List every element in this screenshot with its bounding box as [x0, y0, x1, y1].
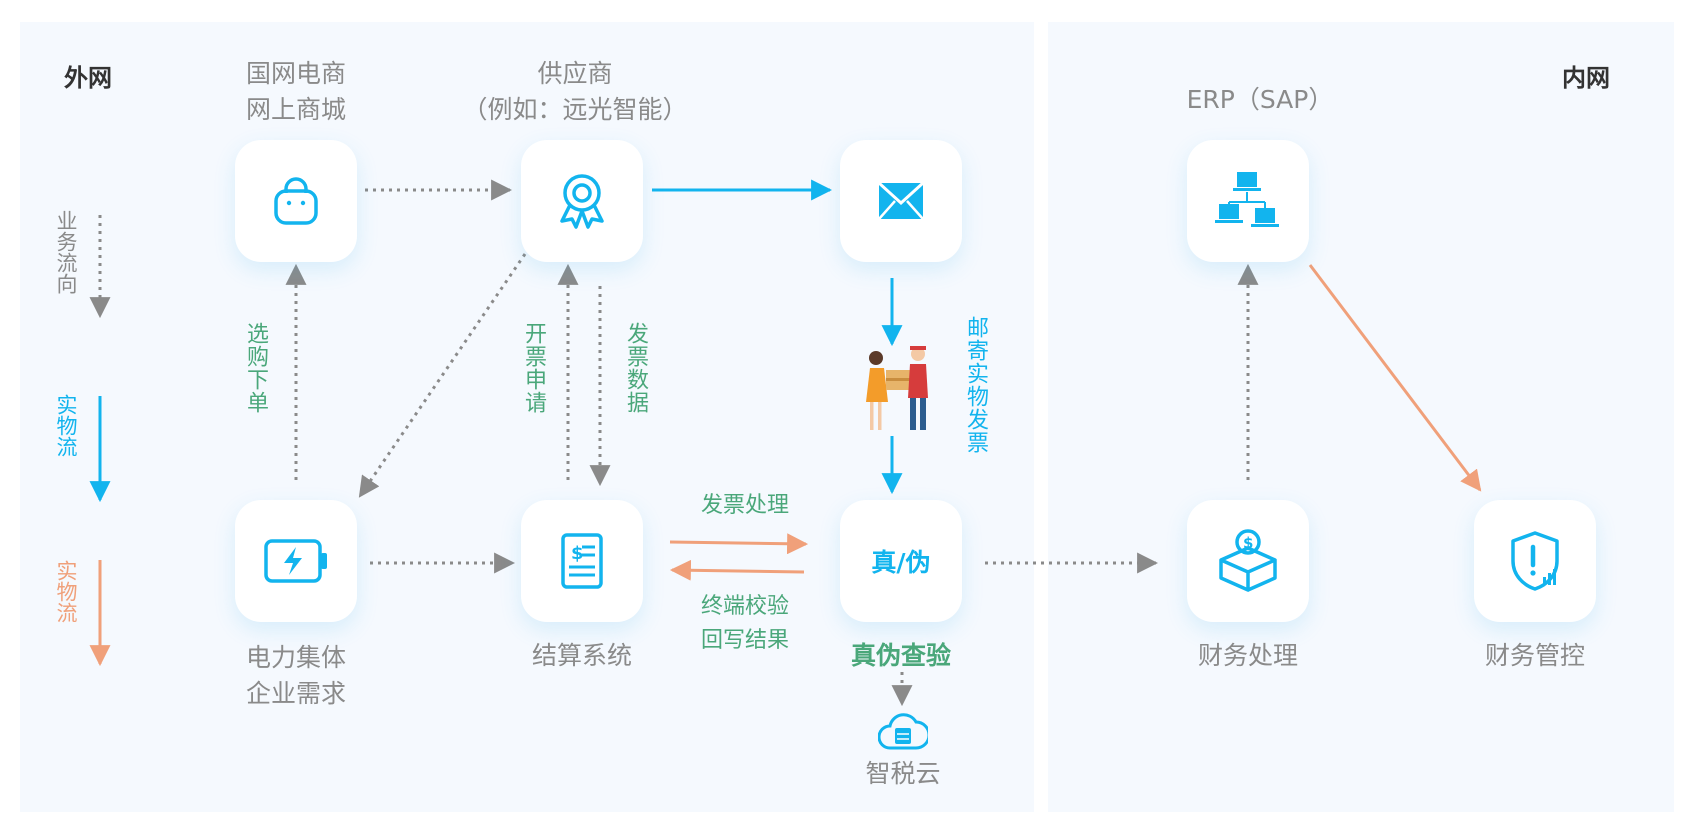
- edge-label-terminal-check: 终端校验 回写结果: [680, 590, 810, 658]
- mall-label: 国网电商 网上商城: [226, 56, 366, 128]
- finance-node[interactable]: $: [1187, 500, 1309, 622]
- settlement-label: 结算系统: [531, 641, 632, 670]
- settlement-node[interactable]: $: [521, 500, 643, 622]
- erp-node[interactable]: [1187, 140, 1309, 262]
- edge-label-terminal-check-line1: 终端校验: [700, 594, 789, 619]
- edge-label-invoice-data: 发票数据: [623, 322, 648, 414]
- award-icon: [560, 174, 604, 229]
- enterprise-label-line1: 电力集体: [245, 643, 346, 672]
- verify-label: 真伪查验: [850, 641, 951, 670]
- edge-label-invoice-process: 发票处理: [700, 493, 789, 518]
- enterprise-node[interactable]: [235, 500, 357, 622]
- envelope-icon: [877, 181, 925, 220]
- supplier-label-line2: （例如：远光智能）: [462, 95, 688, 124]
- finance-label: 财务处理: [1197, 641, 1298, 670]
- mall-label-line2: 网上商城: [245, 95, 346, 124]
- supplier-label: 供应商 （例如：远光智能）: [450, 56, 700, 128]
- cloud-server-icon: [878, 713, 928, 750]
- erp-label: ERP（SAP）: [1186, 85, 1334, 114]
- supplier-label-line1: 供应商: [537, 59, 613, 88]
- edge-settlement-verify: [669, 533, 809, 555]
- mall-label-line1: 国网电商: [245, 59, 346, 88]
- control-node[interactable]: [1474, 500, 1596, 622]
- edge-label-mail-invoice: 邮寄实物发票: [963, 316, 988, 454]
- invoice-document-icon: $: [561, 533, 603, 589]
- mall-node[interactable]: [235, 140, 357, 262]
- edge-label-terminal-check-line2: 回写结果: [700, 628, 789, 653]
- edge-label-invoice-apply: 开票申请: [521, 322, 546, 414]
- shield-alert-icon: [1511, 531, 1559, 591]
- true-false-text: 真/伪: [871, 548, 931, 577]
- enterprise-label-line2: 企业需求: [245, 679, 346, 708]
- enterprise-label: 电力集体 企业需求: [226, 640, 366, 712]
- edge-supplier-enterprise: [358, 253, 527, 498]
- shopping-bag-icon: [274, 177, 318, 225]
- network-icon: [1215, 172, 1279, 227]
- courier-delivery-illustration: [866, 346, 928, 430]
- edge-erp-control: [1308, 264, 1482, 492]
- zone-outer-title: 外网: [64, 64, 112, 92]
- edge-label-order: 选购下单: [243, 322, 268, 414]
- legend-physical-blue-label: 实物流: [54, 394, 78, 457]
- legend-business-label: 业务流向: [54, 210, 78, 294]
- taxcloud-label: 智税云: [865, 759, 941, 788]
- supplier-node[interactable]: [521, 140, 643, 262]
- svg-text:$: $: [571, 543, 584, 564]
- zone-inner-title: 内网: [1562, 64, 1610, 92]
- internal-network-panel: [1048, 22, 1674, 812]
- mail-node[interactable]: [840, 140, 962, 262]
- battery-icon: [264, 539, 327, 583]
- verify-node[interactable]: 真/伪: [840, 500, 962, 622]
- svg-text:$: $: [1243, 534, 1253, 552]
- control-label: 财务管控: [1484, 641, 1585, 670]
- edge-verify-settlement: [669, 559, 805, 581]
- legend-physical-orange-label: 实物流: [54, 560, 78, 623]
- money-box-icon: $: [1219, 529, 1277, 592]
